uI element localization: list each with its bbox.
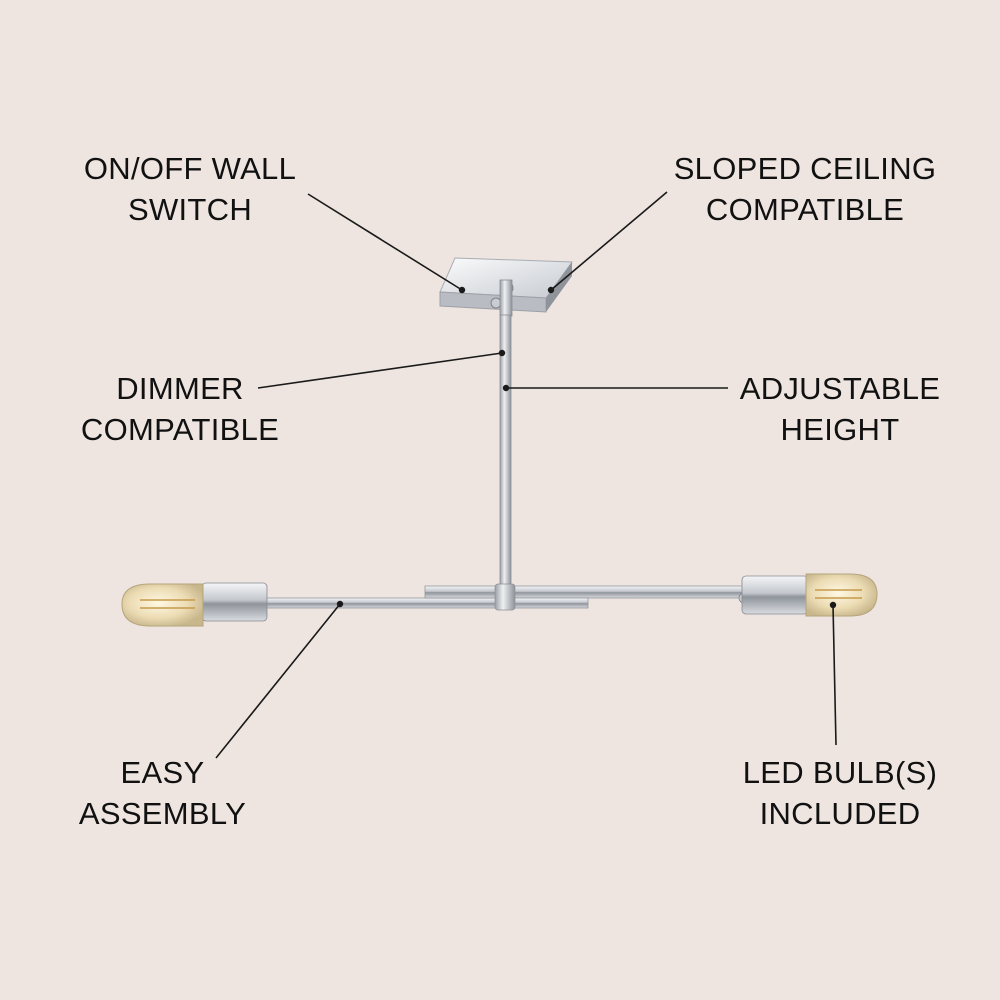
callout-line: EASY	[120, 755, 205, 790]
callout-adjustable-height: ADJUSTABLE HEIGHT	[725, 368, 955, 450]
callout-line: COMPATIBLE	[80, 412, 280, 447]
callout-led-bulbs-included: LED BULB(S) INCLUDED	[725, 752, 955, 834]
left-led-bulb	[121, 583, 204, 627]
right-bulb-assembly	[738, 573, 878, 617]
leader-led	[832, 604, 837, 746]
callout-line: DIMMER	[116, 371, 244, 406]
callout-line: ASSEMBLY	[78, 796, 247, 831]
left-bulb-assembly	[121, 582, 268, 627]
down-rod	[499, 314, 512, 594]
callout-line: SLOPED CEILING	[673, 151, 937, 186]
leader-dimmer	[257, 352, 503, 389]
callout-line: SWITCH	[127, 192, 253, 227]
callout-easy-assembly: EASY ASSEMBLY	[60, 752, 265, 834]
callout-line: COMPATIBLE	[705, 192, 905, 227]
callout-sloped-ceiling-compatible: SLOPED CEILING COMPATIBLE	[655, 148, 955, 230]
leader-easy	[215, 603, 341, 759]
leader-dots	[336, 286, 837, 609]
leader-sloped	[550, 191, 668, 291]
callout-line: ADJUSTABLE	[739, 371, 941, 406]
callout-line: HEIGHT	[780, 412, 900, 447]
ceiling-canopy	[439, 257, 573, 317]
callout-line: INCLUDED	[759, 796, 921, 831]
callout-line: LED BULB(S)	[742, 755, 938, 790]
callout-dimmer-compatible: DIMMER COMPATIBLE	[60, 368, 300, 450]
leader-lines	[215, 191, 837, 759]
right-led-bulb	[805, 573, 878, 617]
leader-onoff	[307, 193, 463, 291]
callout-line: ON/OFF WALL	[83, 151, 297, 186]
callout-on-off-wall-switch: ON/OFF WALL SWITCH	[60, 148, 320, 230]
